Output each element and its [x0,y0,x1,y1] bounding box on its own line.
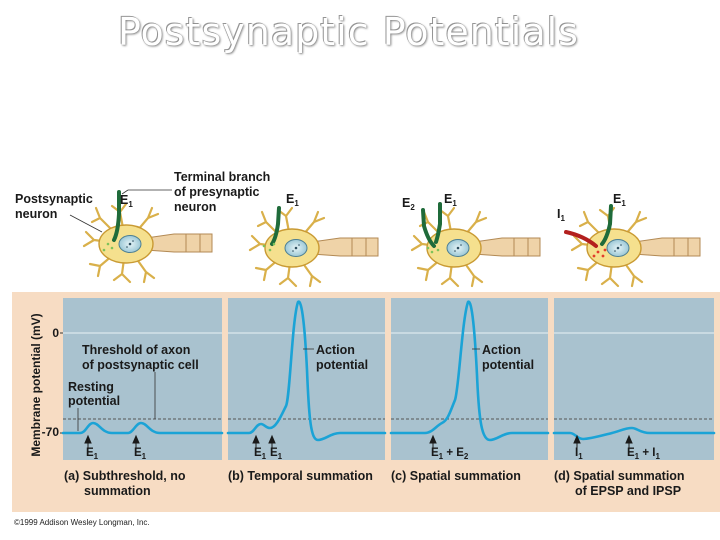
label-e1-d: E1 [613,192,626,208]
graph-panel-a [63,298,222,460]
postsynaptic-neuron-label-line1: Postsynaptic [15,192,93,206]
caption-d-line2: of EPSP and IPSP [575,484,681,498]
terminal-branch-label-line1: Terminal branch [174,170,270,184]
y-tick-minus70: -70 [42,425,60,439]
action-c-annotation-line2: potential [482,358,534,372]
label-e1-c: E1 [444,192,457,208]
threshold-annotation-line2: of postsynaptic cell [82,358,199,372]
y-tick-0: 0 [52,326,59,340]
terminal-branch-label-line2: of presynaptic [174,185,259,199]
label-e2-c: E2 [402,196,415,212]
caption-b: (b) Temporal summation [228,469,373,483]
neuron-illustration-b [250,208,378,286]
action-b-annotation-line1: Action [316,343,355,357]
resting-annotation-line1: Resting [68,380,114,394]
caption-c: (c) Spatial summation [391,469,521,483]
stim-label-d-2: E1 + I1 [627,447,660,461]
graph-panel-c [391,298,548,460]
action-c-annotation-line1: Action [482,343,521,357]
neuron-illustration-c [412,204,540,286]
postsynaptic-neuron-label-line2: neuron [15,207,57,221]
label-e1-b: E1 [286,192,299,208]
threshold-annotation-line1: Threshold of axon [82,343,190,357]
terminal-branch-label-line3: neuron [174,200,216,214]
caption-a-line2: summation [84,484,151,498]
neuron-illustration-d [566,206,700,286]
graph-panel-d [554,298,714,460]
caption-d-line1: (d) Spatial summation [554,469,685,483]
stim-label-c-1: E1 + E2 [431,447,469,461]
resting-annotation-line2: potential [68,394,120,408]
action-b-annotation-line2: potential [316,358,368,372]
copyright-notice: ©1999 Addison Wesley Longman, Inc. [14,518,150,527]
label-i1-d: I1 [557,207,565,223]
label-e1-a: E1 [120,193,133,209]
caption-a-line1: (a) Subthreshold, no [64,469,186,483]
